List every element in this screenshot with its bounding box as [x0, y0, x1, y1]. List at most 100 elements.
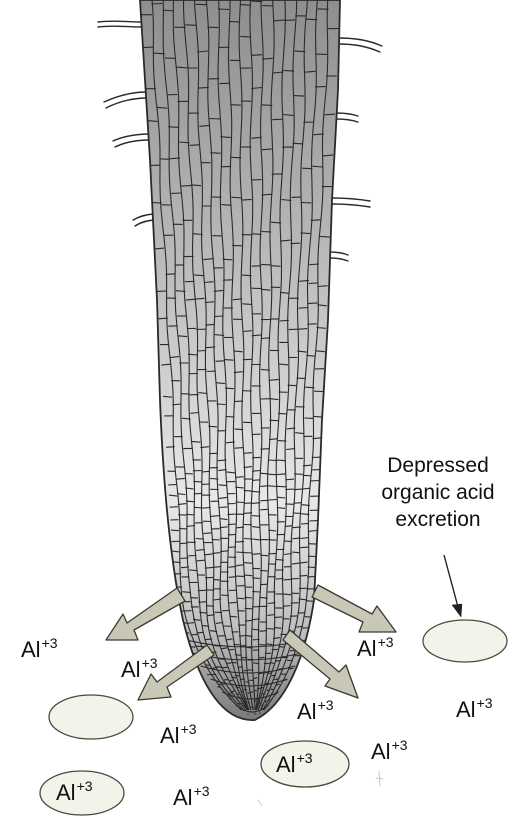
cell-cross-wall [218, 9, 229, 10]
cell-cross-wall [261, 705, 263, 706]
cell-cross-wall [294, 96, 305, 97]
annotation-label: Depressed organic acid excretion [358, 452, 518, 533]
cell-cross-wall [210, 119, 220, 120]
root-hair-left-1 [98, 21, 143, 22]
aluminum-ion-chelated: Al+3 [56, 779, 93, 804]
cell-cross-wall [259, 645, 266, 646]
cell-cross-wall [234, 401, 243, 402]
cell-cross-wall [275, 617, 282, 618]
cell-cross-wall [236, 541, 244, 542]
cell-cross-wall [285, 489, 293, 490]
cell-cross-wall [225, 388, 234, 389]
annotation-line-2: organic acid [358, 479, 518, 506]
cell-cross-wall [244, 563, 252, 564]
cell-cross-wall [261, 449, 270, 450]
cell-cross-wall [288, 385, 297, 386]
cell-cross-wall [202, 626, 209, 627]
cell-cross-wall [194, 507, 202, 508]
cell-cross-wall [306, 19, 317, 20]
cell-cross-wall [210, 479, 218, 480]
cell-cross-wall [269, 486, 277, 487]
cell-cross-wall [238, 667, 243, 668]
cell-cross-wall [254, 701, 256, 702]
cell-cross-wall [190, 634, 197, 635]
cell-cross-wall [260, 570, 268, 571]
empty-ellipse-right [423, 620, 507, 662]
cell-cross-wall [306, 601, 314, 602]
cell-cross-wall [245, 597, 253, 598]
cell-cross-wall [240, 645, 247, 646]
cell-cross-wall [282, 619, 289, 620]
cell-cross-wall [268, 540, 276, 541]
aluminum-ion: Al+3 [121, 656, 158, 681]
cell-cross-wall [229, 21, 240, 22]
cell-cross-wall [235, 448, 244, 449]
cell-cross-wall [286, 479, 294, 480]
cell-cross-wall [186, 514, 194, 515]
cell-cross-wall [259, 712, 260, 713]
cell-cross-wall [231, 157, 241, 158]
cell-cross-wall [301, 523, 309, 524]
cell-cross-wall [241, 691, 244, 692]
cell-cross-wall [151, 4, 162, 5]
root-hair-right-3b [332, 204, 370, 207]
cell-cross-wall [198, 87, 209, 88]
cell-cross-wall [244, 539, 252, 540]
cell-cross-wall [235, 487, 243, 488]
cell-cross-wall [267, 629, 274, 630]
cell-cross-wall [309, 283, 319, 284]
aluminum-ion: Al+3 [21, 636, 58, 661]
cell-cross-wall [206, 606, 214, 607]
cell-cross-wall [230, 105, 241, 106]
cell-cross-wall [240, 36, 251, 37]
cell-cross-wall [185, 25, 196, 26]
cell-cross-wall [257, 688, 260, 689]
cell-cross-wall [219, 507, 227, 508]
cell-cross-wall [214, 316, 223, 317]
cell-cross-wall [265, 683, 269, 684]
cell-cross-wall [231, 677, 235, 678]
cell-cross-wall [302, 168, 312, 169]
cell-cross-wall [299, 308, 308, 309]
cell-cross-wall [278, 441, 287, 442]
aluminum-ion: Al+3 [297, 698, 334, 723]
cell-cross-wall [303, 475, 311, 476]
cell-cross-wall [298, 329, 307, 330]
cell-cross-wall [252, 592, 260, 593]
cell-cross-wall [253, 629, 260, 630]
cell-cross-wall [222, 205, 232, 206]
root-hair-left-3b [115, 140, 150, 147]
cell-cross-wall [259, 657, 265, 658]
cell-cross-wall [236, 502, 244, 503]
cell-cross-wall [305, 387, 314, 388]
cell-cross-wall [210, 153, 220, 154]
cell-cross-wall [239, 636, 246, 637]
cell-cross-wall [325, 114, 335, 115]
cell-cross-wall [279, 364, 288, 365]
cell-cross-wall [262, 105, 273, 106]
cell-cross-wall [182, 592, 190, 593]
cell-cross-wall [271, 266, 281, 267]
cell-cross-wall [195, 646, 202, 647]
cell-cross-wall [260, 555, 268, 556]
root-hair-left-1b [98, 26, 143, 27]
cell-cross-wall [196, 539, 204, 540]
cell-cross-wall [168, 127, 178, 128]
cell-cross-wall [274, 628, 281, 629]
cell-cross-wall [225, 360, 234, 361]
cell-cross-wall [301, 514, 309, 515]
cell-cross-wall [201, 471, 210, 472]
cell-cross-wall [251, 707, 253, 708]
cell-cross-wall [152, 203, 162, 204]
cell-cross-wall [217, 687, 221, 688]
cell-cross-wall [251, 55, 262, 56]
cell-cross-wall [261, 264, 271, 265]
aluminum-ion: Al+3 [371, 738, 408, 763]
cell-cross-wall [184, 611, 192, 612]
cell-cross-wall [269, 460, 278, 461]
cell-cross-wall [299, 575, 307, 576]
cell-cross-wall [260, 486, 268, 487]
cell-cross-wall [197, 560, 205, 561]
cell-cross-wall [157, 291, 167, 292]
cell-cross-wall [245, 701, 247, 702]
